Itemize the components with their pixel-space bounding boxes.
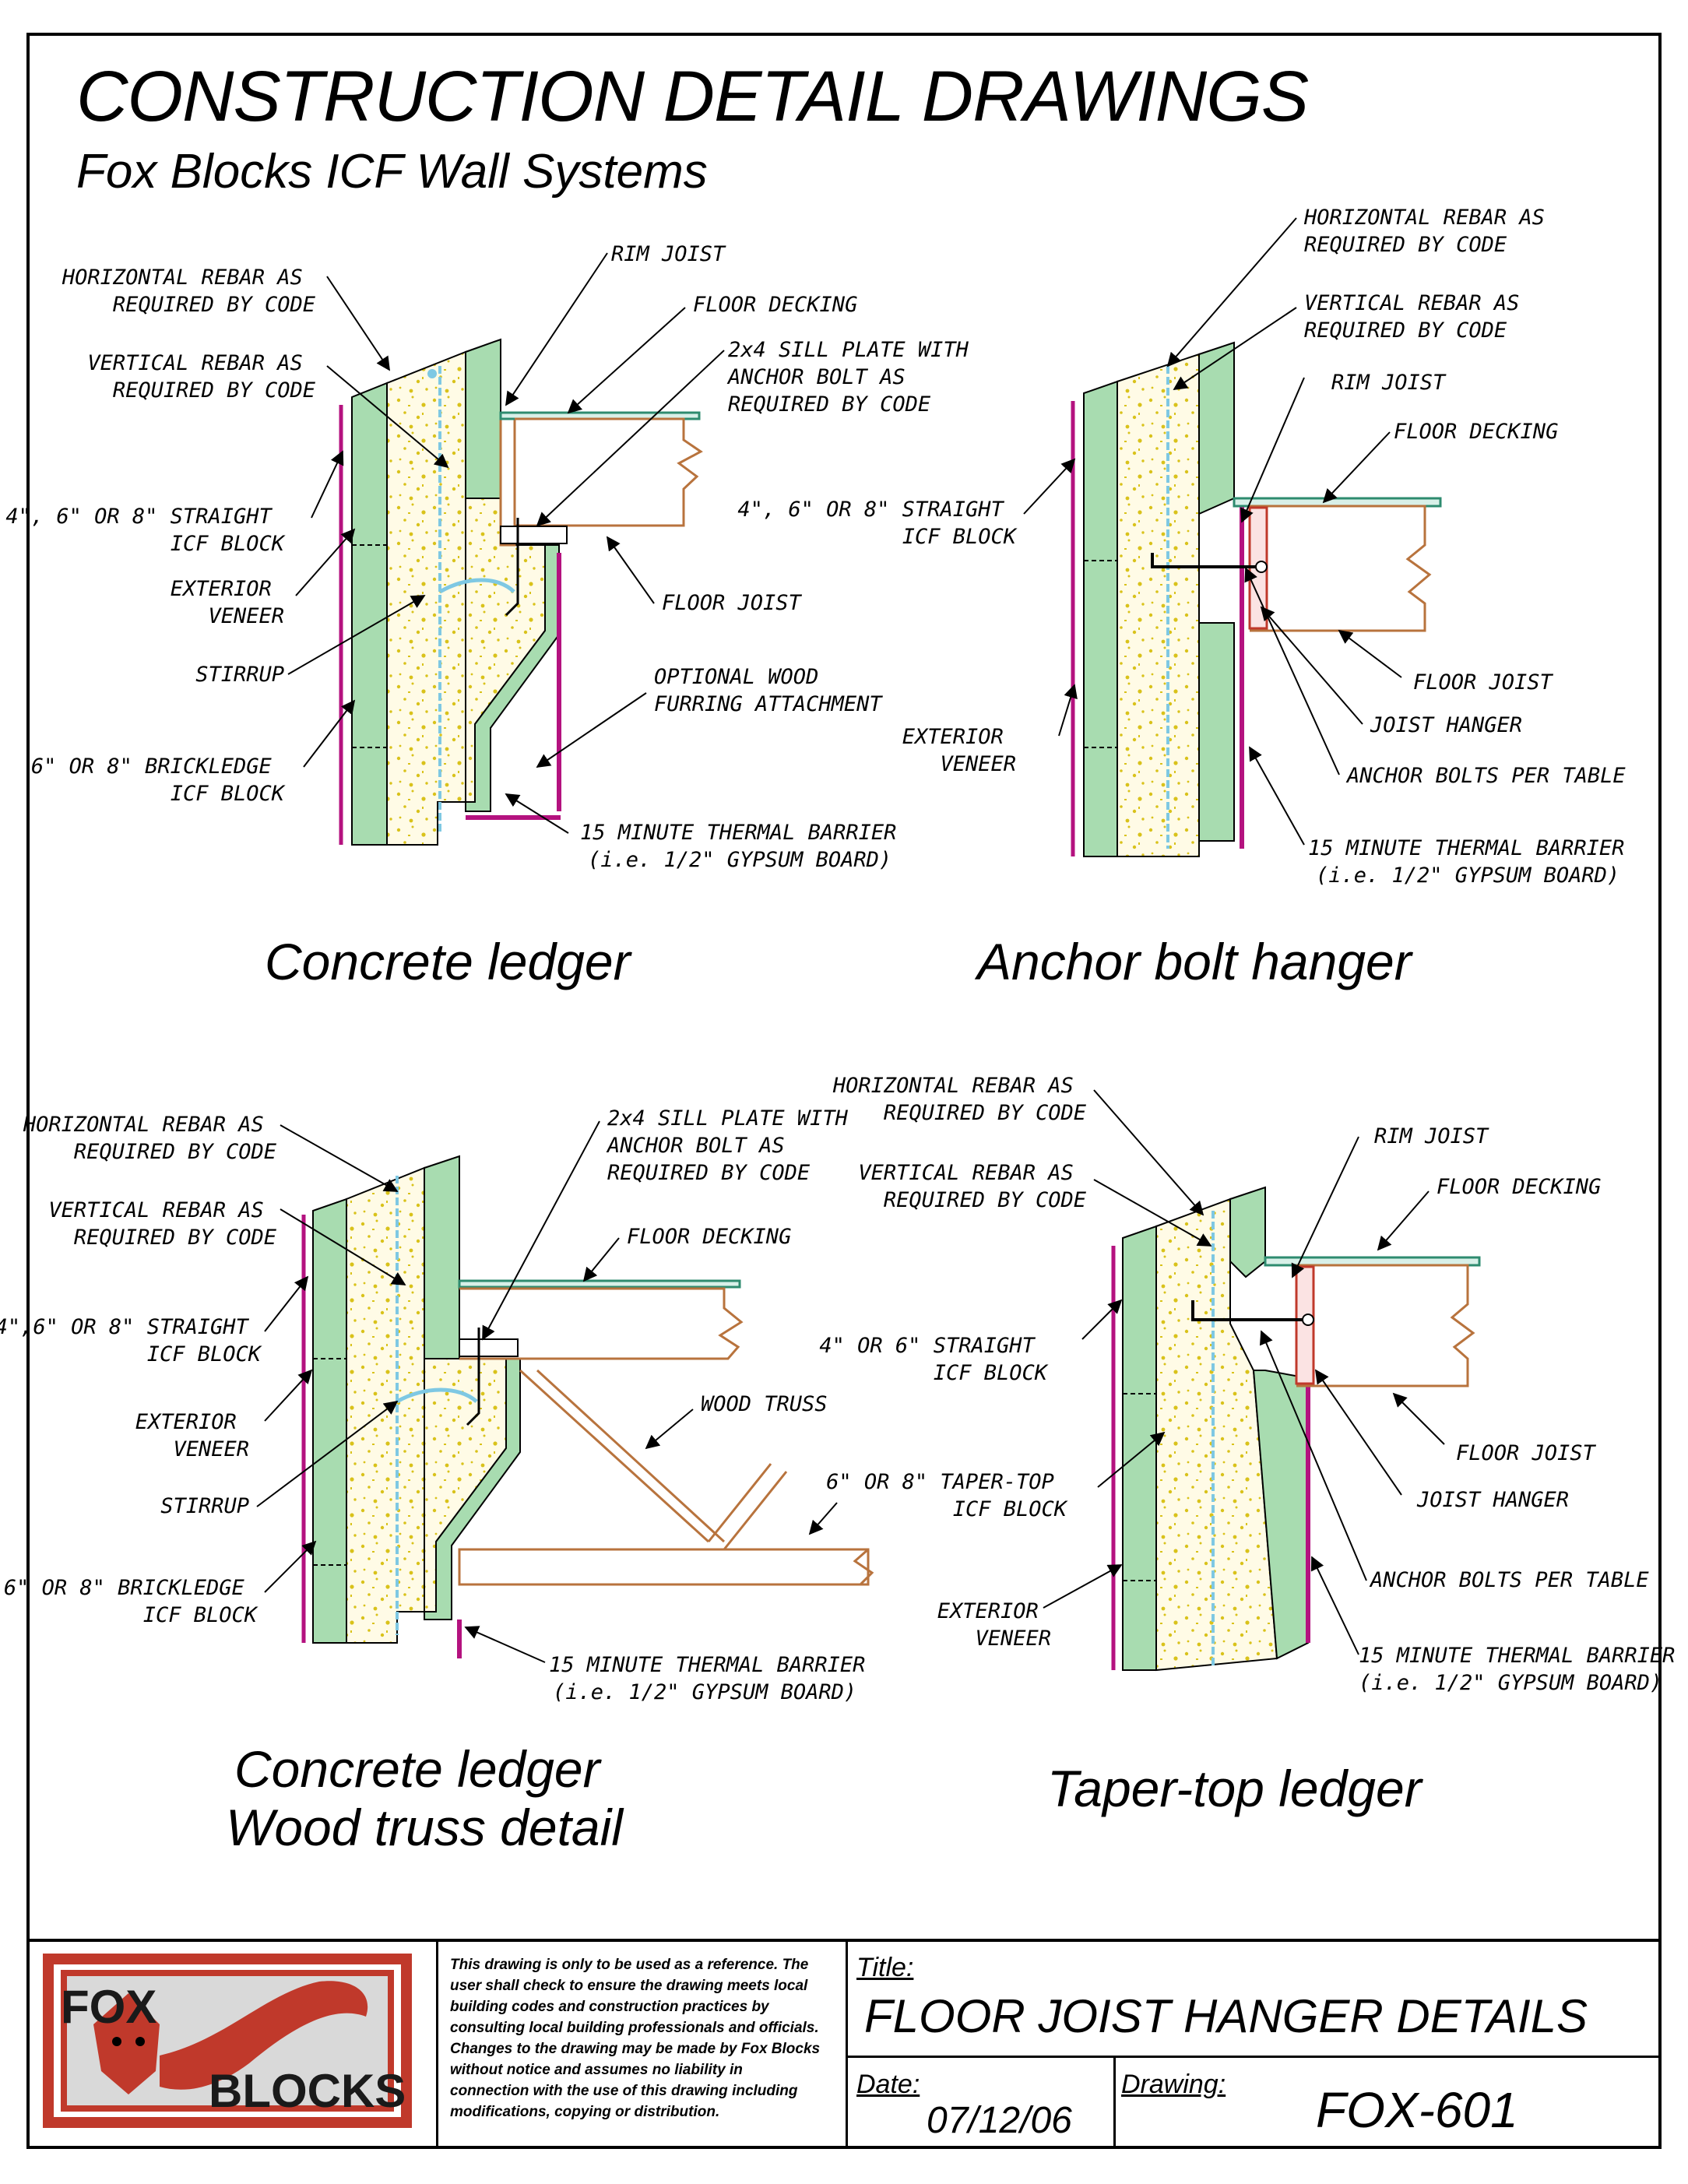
d4-label-straight-block: 4" OR 6" STRAIGHT ICF BLOCK (819, 1334, 1048, 1385)
d4-label-exterior-veneer: EXTERIOR VENEER (937, 1599, 1051, 1651)
d1-label-floor-decking: FLOOR DECKING (693, 293, 857, 317)
logo-text-top: FOX (61, 1981, 156, 2033)
date-label: Date: (856, 2070, 920, 2099)
fox-head-icon (93, 1993, 160, 2094)
d3-label-thermal-barrier: 15 MINUTE THERMAL BARRIER (i.e. 1/2" GYP… (549, 1653, 878, 1704)
logo-text-bottom: BLOCKS (209, 2065, 406, 2117)
fox-tail-icon (160, 1981, 368, 2090)
d4-wall (1111, 1186, 1481, 1672)
drawing-frame (26, 33, 1662, 2149)
title-block-divider-1 (436, 1939, 438, 2149)
d2-caption: Anchor bolt hanger (974, 933, 1414, 990)
d2-leaders (1023, 217, 1402, 846)
drawing-label: Drawing: (1121, 2070, 1226, 2099)
d1-label-thermal-barrier: 15 MINUTE THERMAL BARRIER (i.e. 1/2" GYP… (580, 821, 909, 872)
d4-label-floor-decking: FLOOR DECKING (1437, 1175, 1601, 1199)
title-block-divider-4 (1113, 2056, 1116, 2149)
d3-label-exterior-veneer: EXTERIOR VENEER (135, 1410, 249, 1461)
d4-label-floor-joist: FLOOR JOIST (1456, 1441, 1597, 1465)
detail-concrete-ledger: HORIZONTAL REBAR AS REQUIRED BY CODE VER… (5, 242, 981, 990)
d2-label-horizontal-rebar: HORIZONTAL REBAR AS REQUIRED BY CODE (1303, 206, 1557, 257)
d4-label-horizontal-rebar: HORIZONTAL REBAR AS REQUIRED BY CODE (832, 1074, 1087, 1125)
d1-label-vertical-rebar: VERTICAL REBAR AS REQUIRED BY CODE (87, 351, 315, 403)
drawing-number: FOX-601 (1316, 2082, 1518, 2138)
d1-label-stirrup: STIRRUP (195, 663, 284, 687)
d1-wall (339, 338, 703, 846)
d2-label-anchor-bolts: ANCHOR BOLTS PER TABLE (1345, 764, 1626, 788)
d4-label-taper-block: 6" OR 8" TAPER-TOP ICF BLOCK (826, 1470, 1068, 1521)
d3-label-stirrup: STIRRUP (160, 1494, 249, 1518)
drawing-title: FLOOR JOIST HANGER DETAILS (864, 1990, 1588, 2042)
d1-label-straight-block: 4", 6" OR 8" STRAIGHT ICF BLOCK (5, 505, 285, 556)
d1-label-sill-plate: 2x4 SILL PLATE WITH ANCHOR BOLT AS REQUI… (726, 338, 981, 417)
d1-label-horizontal-rebar: HORIZONTAL REBAR AS REQUIRED BY CODE (62, 266, 316, 317)
d4-label-rim-joist: RIM JOIST (1374, 1124, 1489, 1148)
d3-label-horizontal-rebar: HORIZONTAL REBAR AS REQUIRED BY CODE (23, 1113, 277, 1164)
d1-label-brickledge: 6" OR 8" BRICKLEDGE ICF BLOCK (31, 754, 286, 806)
d1-caption: Concrete ledger (265, 933, 633, 990)
title-label: Title: (856, 1953, 914, 1982)
title-block-divider-2 (846, 1939, 848, 2149)
d3-label-brickledge: 6" OR 8" BRICKLEDGE ICF BLOCK (4, 1576, 258, 1627)
fox-blocks-logo: FOX BLOCKS (43, 1950, 425, 2128)
page-subtitle: Fox Blocks ICF Wall Systems (76, 145, 708, 199)
d1-label-rim-joist: RIM JOIST (611, 242, 726, 266)
title-block-divider-3 (846, 2056, 1662, 2058)
d2-label-rim-joist: RIM JOIST (1331, 371, 1447, 395)
d4-caption: Taper-top ledger (1047, 1760, 1424, 1817)
d4-label-thermal-barrier: 15 MINUTE THERMAL BARRIER (i.e. 1/2" GYP… (1359, 1644, 1688, 1695)
d4-leaders (1043, 1089, 1445, 1655)
d3-label-wood-truss: WOOD TRUSS (701, 1392, 828, 1416)
d3-label-floor-decking: FLOOR DECKING (627, 1225, 791, 1249)
d2-label-straight-block: 4", 6" OR 8" STRAIGHT ICF BLOCK (737, 498, 1017, 549)
d1-label-exterior-veneer: EXTERIOR VENEER (171, 577, 284, 628)
d2-label-floor-joist: FLOOR JOIST (1413, 670, 1554, 695)
d3-leaders (256, 1120, 838, 1663)
d4-label-anchor-bolts: ANCHOR BOLTS PER TABLE (1369, 1568, 1649, 1592)
d4-label-vertical-rebar: VERTICAL REBAR AS REQUIRED BY CODE (858, 1161, 1086, 1212)
title-block-top-border (26, 1939, 1662, 1942)
d2-label-joist-hanger: JOIST HANGER (1370, 713, 1522, 737)
d2-label-thermal-barrier: 15 MINUTE THERMAL BARRIER (i.e. 1/2" GYP… (1308, 836, 1637, 888)
page-title: CONSTRUCTION DETAIL DRAWINGS (76, 57, 1309, 136)
detail-anchor-bolt-hanger: HORIZONTAL REBAR AS REQUIRED BY CODE VER… (737, 206, 1637, 990)
d1-leaders (287, 252, 725, 834)
disclaimer-text: This drawing is only to be used as a ref… (450, 1957, 821, 2120)
d2-label-floor-decking: FLOOR DECKING (1394, 420, 1558, 444)
d2-label-vertical-rebar: VERTICAL REBAR AS REQUIRED BY CODE (1304, 291, 1532, 343)
d1-label-furring: OPTIONAL WOOD FURRING ATTACHMENT (654, 665, 883, 716)
detail-taper-top-ledger: HORIZONTAL REBAR AS REQUIRED BY CODE VER… (819, 1074, 1688, 1817)
d3-label-sill-plate: 2x4 SILL PLATE WITH ANCHOR BOLT AS REQUI… (606, 1106, 860, 1185)
detail-wood-truss: HORIZONTAL REBAR AS REQUIRED BY CODE VER… (0, 1106, 878, 1856)
d3-wall (301, 1155, 874, 1658)
date-value: 07/12/06 (927, 2100, 1072, 2141)
d3-label-straight-block: 4",6" OR 8" STRAIGHT ICF BLOCK (0, 1315, 262, 1366)
d3-label-vertical-rebar: VERTICAL REBAR AS REQUIRED BY CODE (48, 1198, 276, 1250)
d4-label-joist-hanger: JOIST HANGER (1416, 1488, 1569, 1512)
d3-caption: Concrete ledger Wood truss detail (226, 1740, 624, 1856)
d1-label-floor-joist: FLOOR JOIST (662, 591, 803, 615)
d2-label-exterior-veneer: EXTERIOR VENEER (902, 725, 1016, 776)
